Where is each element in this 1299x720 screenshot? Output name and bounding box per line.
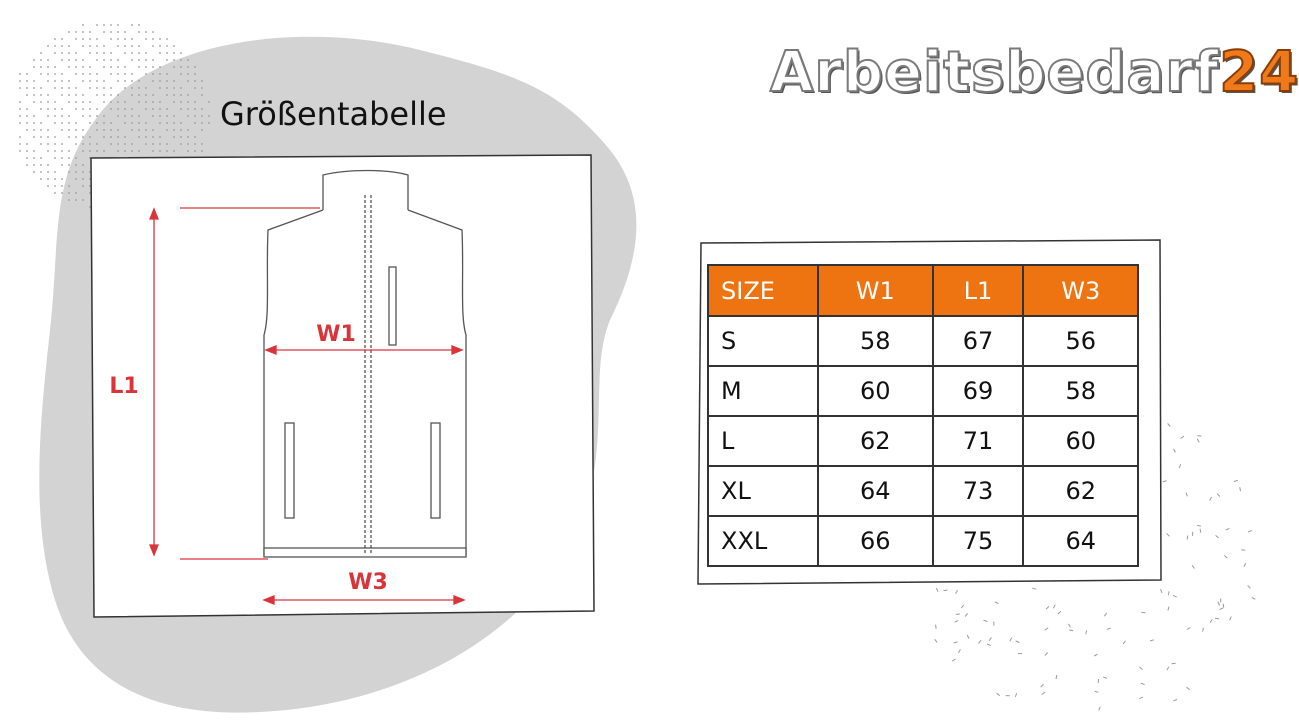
table-row: L 62 71 60 bbox=[707, 415, 1139, 467]
cell-l1: 75 bbox=[931, 515, 1025, 567]
cell-l1: 73 bbox=[931, 465, 1025, 517]
cell-l1: 67 bbox=[931, 315, 1025, 367]
page-title: Größentabelle bbox=[220, 95, 447, 133]
header-w3: W3 bbox=[1022, 264, 1139, 317]
cell-w1: 66 bbox=[817, 515, 934, 567]
cell-size: L bbox=[707, 415, 819, 467]
header-w1: W1 bbox=[817, 264, 934, 317]
header-l1: L1 bbox=[931, 264, 1025, 317]
cell-w1: 58 bbox=[817, 315, 934, 367]
table-row: S 58 67 56 bbox=[707, 315, 1139, 367]
cell-size: M bbox=[707, 365, 819, 417]
table-row: XL 64 73 62 bbox=[707, 465, 1139, 517]
cell-size: S bbox=[707, 315, 819, 367]
label-l1: L1 bbox=[109, 374, 138, 399]
vest-diagram: W1 L1 W3 bbox=[90, 154, 595, 618]
vest-outline-icon bbox=[263, 169, 467, 558]
logo-number: 24 bbox=[1218, 39, 1299, 106]
cell-l1: 71 bbox=[931, 415, 1025, 467]
logo-word: Arbeitsbedarf bbox=[769, 39, 1220, 106]
size-table-header-row: SIZE W1 L1 W3 bbox=[707, 264, 1139, 317]
cell-w3: 58 bbox=[1022, 365, 1139, 417]
cell-w3: 60 bbox=[1022, 415, 1139, 467]
cell-w3: 56 bbox=[1022, 315, 1139, 367]
label-w1: W1 bbox=[316, 322, 356, 347]
measure-lines bbox=[149, 207, 466, 605]
brand-logo: Arbeitsbedarf24 bbox=[769, 39, 1299, 110]
cell-size: XL bbox=[707, 465, 819, 517]
cell-w1: 64 bbox=[817, 465, 934, 517]
header-size: SIZE bbox=[707, 264, 819, 317]
table-row: XXL 66 75 64 bbox=[707, 515, 1139, 567]
cell-size: XXL bbox=[707, 515, 819, 567]
cell-w1: 60 bbox=[817, 365, 934, 417]
cell-w3: 62 bbox=[1022, 465, 1139, 517]
cell-l1: 69 bbox=[931, 365, 1025, 417]
cell-w1: 62 bbox=[817, 415, 934, 467]
size-table: SIZE W1 L1 W3 S 58 67 56 M 60 69 58 L 62… bbox=[707, 264, 1139, 567]
cell-w3: 64 bbox=[1022, 515, 1139, 567]
label-w3: W3 bbox=[348, 570, 388, 595]
table-row: M 60 69 58 bbox=[707, 365, 1139, 417]
